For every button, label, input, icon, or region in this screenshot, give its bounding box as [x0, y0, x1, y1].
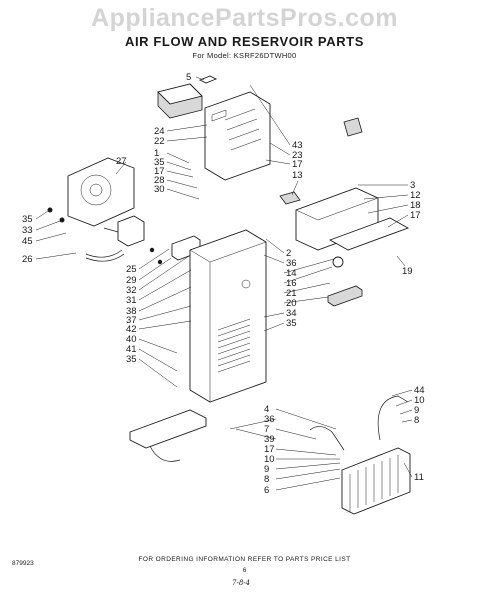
part-drip-tray [327, 285, 363, 307]
callout-label: 27 [116, 156, 127, 167]
part-fan-motor [85, 215, 145, 262]
callouts-bottom: 4 36 7 39 17 10 9 8 6 44 10 9 8 11 [264, 385, 425, 496]
callout-label: 1 [154, 148, 159, 159]
callout-label: 35 [126, 354, 137, 365]
ordering-note: FOR ORDERING INFORMATION REFER TO PARTS … [138, 556, 351, 563]
callout-label: 39 [264, 434, 275, 445]
callout-label: 43 [292, 140, 303, 151]
callout-label: 40 [126, 334, 137, 345]
callout-label: 8 [264, 474, 269, 485]
callout-label: 13 [292, 170, 303, 181]
callouts-left: 5 24 22 1 35 17 28 30 27 35 33 45 26 25 … [22, 72, 191, 365]
part-reservoir-tube [309, 395, 409, 451]
callout-label: 14 [286, 268, 297, 279]
callout-label: 35 [154, 157, 165, 168]
callout-label: 45 [22, 236, 33, 247]
callout-label: 19 [402, 266, 413, 277]
callout-label: 8 [414, 415, 419, 426]
callout-label: 44 [414, 385, 425, 396]
callout-label: 3 [410, 180, 415, 191]
part-knob [332, 256, 344, 268]
part-evaporator-cover [189, 229, 267, 403]
callout-label: 32 [126, 285, 137, 296]
callout-label: 35 [22, 214, 33, 225]
callout-label: 38 [126, 306, 137, 317]
callout-label: 24 [154, 126, 165, 137]
callout-label: 17 [410, 210, 421, 221]
callout-label: 20 [286, 298, 297, 309]
callout-label: 34 [286, 308, 297, 319]
part-fan-shroud [67, 157, 135, 227]
callout-label: 21 [286, 288, 297, 299]
callout-leaders-right [249, 84, 409, 332]
callout-label: 29 [126, 275, 137, 286]
callout-label: 9 [414, 405, 419, 416]
callout-label: 17 [292, 159, 303, 170]
part-damper-housing [157, 83, 203, 119]
callout-label: 42 [126, 324, 137, 335]
part-screws-left [47, 207, 163, 265]
callout-label: 23 [292, 150, 303, 161]
callout-label: 10 [264, 454, 275, 465]
part-water-reservoir [341, 447, 411, 515]
callout-label: 9 [264, 464, 269, 475]
callout-label: 25 [126, 264, 137, 275]
callout-leaders-left [35, 76, 208, 388]
callout-label: 37 [126, 315, 137, 326]
callout-label: 36 [286, 258, 297, 269]
callout-label: 17 [154, 166, 165, 177]
part-air-duct-panel [204, 91, 271, 181]
callout-leaders-bottom [229, 389, 413, 491]
callout-label: 35 [286, 318, 297, 329]
callout-label: 17 [264, 444, 275, 455]
callout-label: 41 [126, 344, 137, 355]
callout-label: 2 [286, 248, 291, 259]
callout-label: 36 [264, 414, 275, 425]
callout-label: 28 [154, 175, 165, 186]
part-small-cover [343, 117, 363, 137]
document-code: 879923 [12, 560, 34, 567]
callout-label: 16 [286, 278, 297, 289]
callout-label: 33 [22, 225, 33, 236]
part-damper-motor [279, 191, 301, 205]
callout-label: 10 [414, 395, 425, 406]
callouts-right: 43 23 17 13 3 12 18 17 2 36 14 16 21 20 … [286, 140, 421, 329]
page-title: AIR FLOW AND RESERVOIR PARTS [124, 34, 364, 49]
handwritten-note: 7-8-4 [232, 579, 251, 587]
callout-label: 26 [22, 254, 33, 265]
part-damper-clip [198, 75, 218, 84]
callout-label: 12 [410, 190, 421, 201]
callout-label: 6 [264, 485, 269, 496]
callout-label: 5 [186, 72, 191, 83]
callout-label: 31 [126, 295, 137, 306]
part-control-tray [328, 217, 410, 251]
callout-label: 18 [410, 200, 421, 211]
model-subtitle: For Model: KSRF26DTWH00 [192, 51, 297, 60]
callout-label: 7 [264, 424, 269, 435]
part-base-bracket [129, 409, 207, 462]
callout-label: 30 [154, 184, 165, 195]
callout-label: 22 [154, 136, 165, 147]
page-number: 6 [242, 567, 247, 574]
callout-label: 11 [414, 472, 424, 483]
cover-vent-slots [217, 318, 251, 373]
callout-label: 4 [264, 404, 269, 415]
watermark: AppliancePartsPros.com [91, 4, 398, 32]
